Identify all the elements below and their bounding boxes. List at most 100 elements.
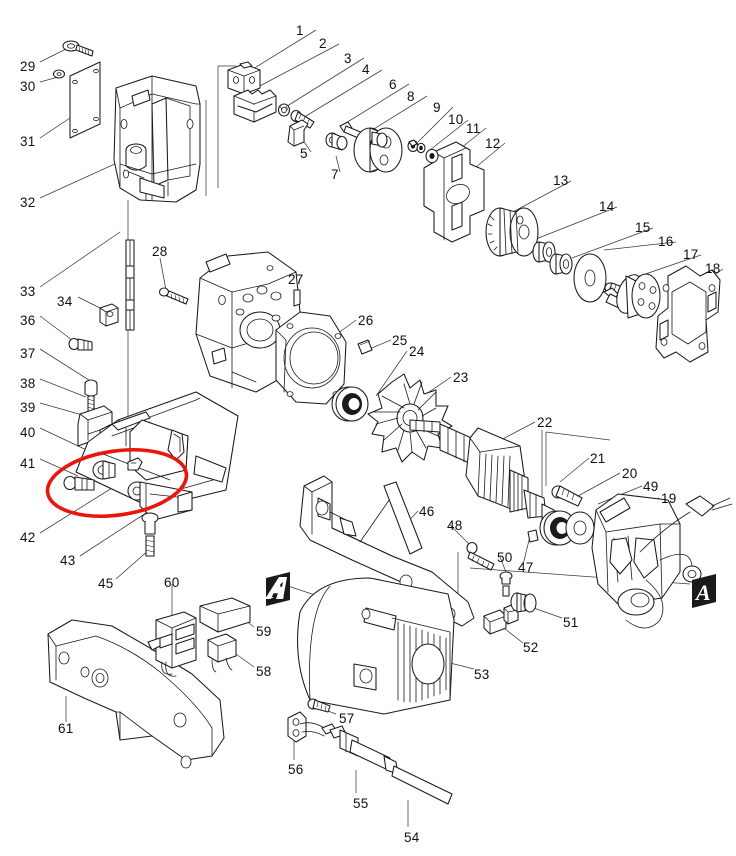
callout-number-25: 25 — [392, 333, 408, 348]
callout-number-28: 28 — [152, 244, 168, 259]
callout-number-53: 53 — [474, 667, 490, 682]
part-61-handle-half — [47, 619, 225, 769]
callout-number-12: 12 — [485, 136, 501, 151]
part-47-pin — [527, 529, 539, 543]
part-25-pin — [357, 339, 373, 355]
callout-number-30: 30 — [20, 79, 36, 94]
part-39-base-shoe — [75, 391, 239, 509]
callout-number-51: 51 — [563, 615, 579, 630]
callout-number-27: 27 — [288, 272, 304, 287]
section-mark-a-left: A — [265, 572, 290, 606]
part-15-washer — [573, 253, 607, 303]
part-50-screw — [499, 571, 513, 597]
part-58-capacitor — [207, 633, 237, 673]
part-49-lead-wire — [639, 495, 733, 553]
callout-number-4: 4 — [362, 62, 370, 77]
part-48-bolt — [466, 541, 495, 571]
part-28-screw — [158, 287, 189, 305]
part-4-screw — [290, 109, 315, 129]
part-1-switch-block — [227, 61, 261, 95]
callout-number-45: 45 — [98, 576, 114, 591]
part-7-bushing — [325, 132, 348, 151]
callout-number-11: 11 — [466, 121, 481, 136]
part-11-washer — [425, 148, 439, 164]
part-21-bolt — [551, 485, 583, 507]
part-40-roller — [92, 460, 116, 480]
part-53-housing-cover — [297, 577, 455, 715]
part-9-washer — [407, 139, 419, 153]
part-55-cord-protector — [299, 722, 453, 805]
callout-number-29: 29 — [20, 59, 36, 74]
callout-number-60: 60 — [164, 575, 180, 590]
callout-number-42: 42 — [20, 530, 36, 545]
callout-number-9: 9 — [433, 100, 441, 115]
part-34-block — [99, 303, 119, 327]
part-17-flange — [603, 273, 661, 319]
callout-number-55: 55 — [353, 796, 369, 811]
part-19-stator — [591, 493, 702, 629]
part-51-cap — [510, 592, 537, 613]
callout-number-37: 37 — [20, 346, 36, 361]
callout-number-22: 22 — [537, 415, 553, 430]
part-60-switch — [147, 611, 197, 677]
callout-number-5: 5 — [300, 146, 308, 161]
callout-number-16: 16 — [658, 234, 674, 249]
part-12-bracket — [423, 141, 485, 243]
part-52-connector — [483, 603, 519, 635]
callout-number-7: 7 — [331, 167, 339, 182]
part-26-ring-plate — [275, 311, 347, 405]
part-36-bolt — [68, 337, 93, 351]
callout-number-17: 17 — [683, 247, 699, 262]
callout-number-20: 20 — [622, 466, 638, 481]
callout-number-59: 59 — [256, 624, 272, 639]
callout-number-38: 38 — [20, 376, 36, 391]
callout-number-50: 50 — [497, 550, 513, 565]
callout-number-56: 56 — [288, 762, 304, 777]
callout-number-41: 41 — [20, 456, 36, 471]
callout-number-13: 13 — [553, 173, 569, 188]
part-31-plate — [69, 61, 101, 139]
part-8-cam — [353, 127, 403, 173]
svg-text:A: A — [694, 580, 711, 605]
callout-number-31: 31 — [20, 134, 36, 149]
part-13-gear — [485, 207, 539, 257]
callout-number-46: 46 — [419, 504, 435, 519]
part-57-screw — [307, 698, 331, 713]
part-14-bushing-b — [549, 253, 573, 275]
callout-number-21: 21 — [590, 451, 606, 466]
svg-text:A: A — [268, 578, 285, 603]
part-24-bearing — [331, 386, 369, 422]
part-23-fan — [367, 373, 453, 463]
part-5-bracket-clip — [287, 119, 309, 147]
part-41-bolt — [63, 475, 95, 491]
callout-number-39: 39 — [20, 400, 36, 415]
callout-number-26: 26 — [358, 313, 374, 328]
part-42-clip — [127, 457, 143, 471]
callout-number-14: 14 — [599, 199, 615, 214]
red-highlight-ellipse — [45, 448, 189, 518]
callout-number-40: 40 — [20, 425, 36, 440]
part-29-screw — [62, 40, 94, 57]
part-3-washer — [277, 103, 291, 117]
part-56-cord-clamp — [287, 711, 307, 743]
part-22-armature — [409, 419, 555, 521]
part-32-gear-housing — [113, 75, 201, 203]
callout-number-32: 32 — [20, 195, 36, 210]
callout-number-24: 24 — [409, 344, 425, 359]
part-18-gasket-plate — [655, 265, 721, 363]
part-33-guide-bar — [125, 239, 135, 331]
callout-number-58: 58 — [256, 664, 272, 679]
part-45-screw — [141, 512, 159, 557]
part-30-washer — [52, 69, 66, 79]
callout-number-36: 36 — [20, 313, 36, 328]
callout-number-10: 10 — [448, 112, 464, 127]
callout-number-2: 2 — [319, 36, 327, 51]
callout-number-48: 48 — [447, 518, 463, 533]
callout-number-54: 54 — [404, 830, 420, 845]
callout-number-6: 6 — [389, 77, 397, 92]
part-27-motor-housing — [195, 251, 301, 393]
section-mark-a-right: A — [692, 574, 716, 608]
part-20-washer — [565, 511, 595, 545]
callout-number-47: 47 — [518, 560, 534, 575]
